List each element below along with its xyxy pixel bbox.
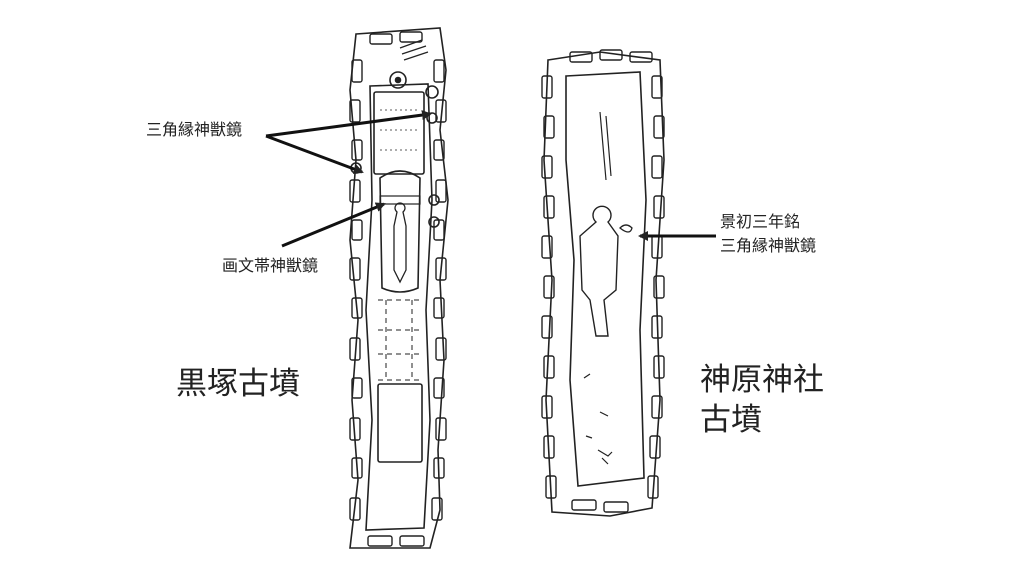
arrow-triangular-to-right	[265, 110, 432, 138]
label-kurozuka-tomb: 黒塚古墳	[176, 366, 300, 402]
mirror-right-3	[428, 194, 440, 206]
kanbara-stones	[541, 49, 665, 513]
arrow-band-mirror	[281, 202, 386, 248]
kurozuka-chamber	[349, 27, 449, 549]
arrows	[265, 110, 716, 248]
label-kanbara-tomb-line2: 古墳	[700, 402, 762, 438]
mirror-right-upper	[425, 85, 439, 99]
label-band-mirror: 画文帯神獣鏡	[222, 256, 319, 275]
mirror-top	[389, 71, 407, 89]
kanbara-outer-wall	[543, 51, 665, 517]
kurozuka-figure	[393, 202, 407, 284]
kanbara-inner-wall	[565, 71, 647, 487]
label-triangular-mirror: 三角縁神獣鏡	[146, 120, 243, 139]
kanbara-figure	[579, 205, 619, 337]
kurozuka-stones	[349, 31, 447, 547]
kurozuka-inner-wall	[365, 83, 433, 531]
kurozuka-coffin-top	[373, 91, 425, 175]
kurozuka-outer-wall	[349, 27, 449, 549]
kanbara-chamber	[541, 49, 665, 517]
kanbara-mirror	[619, 224, 633, 233]
label-kanbara-tomb-line1: 神原神社	[700, 362, 824, 398]
label-keisho-mirror-line2: 三角縁神獣鏡	[720, 236, 817, 255]
kurozuka-body-coffin	[379, 170, 421, 293]
arrow-triangular-to-left	[265, 134, 364, 174]
label-keisho-mirror-line1: 景初三年銘	[720, 212, 801, 231]
